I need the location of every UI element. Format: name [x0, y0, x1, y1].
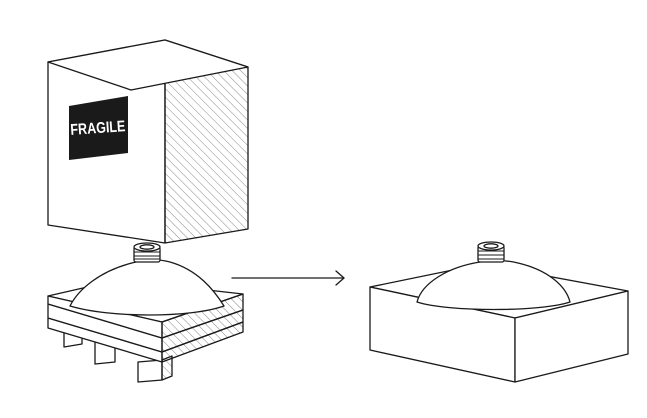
fragile-label-text: FRAGILE — [70, 118, 126, 139]
fragile-box: FRAGILE — [47, 39, 249, 244]
pallet-stack — [47, 242, 244, 383]
tray-side — [514, 290, 629, 383]
fragile-label: FRAGILE — [69, 96, 128, 160]
tray-dome-neck — [477, 241, 505, 263]
box-top-face — [47, 39, 249, 91]
right-arrow-icon — [231, 270, 345, 286]
pallet-block-front — [137, 359, 163, 383]
tray-dome — [416, 259, 571, 311]
fragile-label-background — [69, 96, 128, 160]
dome-lid — [69, 259, 225, 316]
foam-tray — [369, 241, 629, 383]
dome-neck — [133, 242, 161, 263]
